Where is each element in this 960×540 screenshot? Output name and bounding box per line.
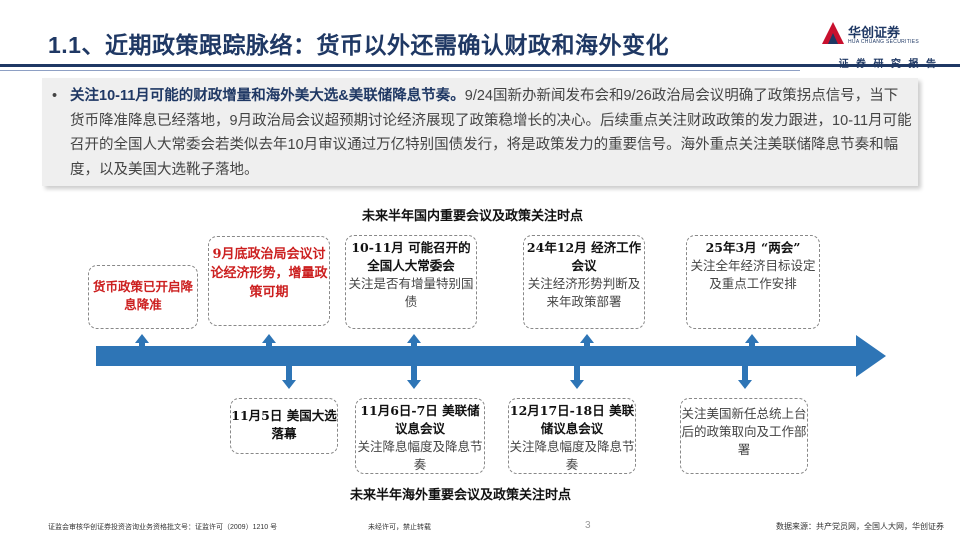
event-card-domestic-5: 25年3月 “两会” 关注全年经济目标设定及重点工作安排 <box>686 235 820 329</box>
connector-arrow-up-icon <box>262 334 276 343</box>
connector-1 <box>139 343 145 355</box>
connector-arrow-up-icon <box>745 334 759 343</box>
bullet-point: • <box>52 88 58 104</box>
event-heading: 9月底政治局会议讨论经济形势，增量政策可期 <box>210 247 328 300</box>
header-subrule <box>0 70 800 71</box>
event-card-domestic-2: 9月底政治局会议讨论经济形势，增量政策可期 <box>208 236 330 326</box>
event-body: 关注美国新任总统上台后的政策取向及工作部署 <box>681 406 807 457</box>
event-heading: 11月6日-7日 美联储议息会议 <box>360 403 480 436</box>
connector-4 <box>584 343 590 355</box>
connector-arrow-up-icon <box>407 334 421 343</box>
connector-6 <box>286 364 292 380</box>
connector-arrow-up-icon <box>135 334 149 343</box>
summary-box: • 关注10-11月可能的财政增量和海外美大选&美联储降息节奏。9/24国新办新… <box>42 78 918 186</box>
event-card-overseas-1: 11月5日 美国大选落幕 <box>230 398 338 454</box>
event-card-overseas-4: 关注美国新任总统上台后的政策取向及工作部署 <box>680 398 808 474</box>
connector-3 <box>411 343 417 355</box>
timeline-arrow <box>96 335 886 377</box>
connector-8 <box>574 364 580 380</box>
connector-5 <box>749 343 755 355</box>
event-card-overseas-2: 11月6日-7日 美联储议息会议 关注降息幅度及降息节奏 <box>355 398 485 474</box>
event-heading: 11月5日 美国大选落幕 <box>231 408 337 441</box>
summary-emphasis: 关注10-11月可能的财政增量和海外美大选&美联储降息节奏。 <box>70 88 465 104</box>
event-heading: 10-11月 可能召开的全国人大常委会 <box>351 240 471 273</box>
event-body: 关注降息幅度及降息节奏 <box>509 439 635 472</box>
event-card-domestic-4: 24年12月 经济工作会议 关注经济形势判断及来年政策部署 <box>523 235 645 329</box>
summary-text: • 关注10-11月可能的财政增量和海外美大选&美联储降息节奏。9/24国新办新… <box>52 84 912 182</box>
data-source: 数据来源：共产党员网，全国人大网，华创证券 <box>776 522 944 531</box>
domestic-section-title: 未来半年国内重要会议及政策关注时点 <box>362 209 584 224</box>
connector-2 <box>266 343 272 355</box>
connector-9 <box>742 364 748 380</box>
event-body: 关注降息幅度及降息节奏 <box>357 439 483 472</box>
header-rule <box>0 64 960 67</box>
overseas-section-title: 未来半年海外重要会议及政策关注时点 <box>350 488 572 503</box>
connector-arrow-down-icon <box>738 380 752 389</box>
event-body: 关注全年经济目标设定及重点工作安排 <box>690 258 816 291</box>
connector-arrow-up-icon <box>580 334 594 343</box>
connector-7 <box>411 364 417 380</box>
logo-name-en: HUA CHUANG SECURITIES <box>848 39 920 45</box>
page-number: 3 <box>585 520 591 531</box>
event-heading: 货币政策已开启降息降准 <box>92 279 193 312</box>
event-heading: 24年12月 经济工作会议 <box>526 240 642 273</box>
license-note: 证监会审核华创证券投资咨询业务资格批文号：证监许可（2009）1210 号 <box>48 524 278 531</box>
event-card-domestic-3: 10-11月 可能召开的全国人大常委会 关注是否有增量特别国债 <box>345 235 477 329</box>
connector-arrow-down-icon <box>282 380 296 389</box>
connector-arrow-down-icon <box>570 380 584 389</box>
logo-mark-icon <box>822 22 844 44</box>
company-logo: 华创证券 HUA CHUANG SECURITIES <box>822 20 932 64</box>
event-card-overseas-3: 12月17日-18日 美联储议息会议 关注降息幅度及降息节奏 <box>508 398 636 474</box>
connector-arrow-down-icon <box>407 380 421 389</box>
report-tagline: 证 券 研 究 报 告 <box>838 59 938 70</box>
event-body: 关注是否有增量特别国债 <box>348 276 474 309</box>
page-title: 1.1、近期政策跟踪脉络：货币以外还需确认财政和海外变化 <box>48 32 669 58</box>
event-heading: 25年3月 “两会” <box>705 240 801 255</box>
copyright-notice: 未经许可，禁止转载 <box>368 524 431 531</box>
logo-name: 华创证券 <box>848 26 901 41</box>
event-heading: 12月17日-18日 美联储议息会议 <box>509 403 635 436</box>
event-body: 关注经济形势判断及来年政策部署 <box>527 276 641 309</box>
event-card-domestic-1: 货币政策已开启降息降准 <box>88 265 198 329</box>
summary-body: 9/24国新办新闻发布会和9/26政治局会议明确了政策拐点信号，当下货币降准降息… <box>70 88 912 178</box>
